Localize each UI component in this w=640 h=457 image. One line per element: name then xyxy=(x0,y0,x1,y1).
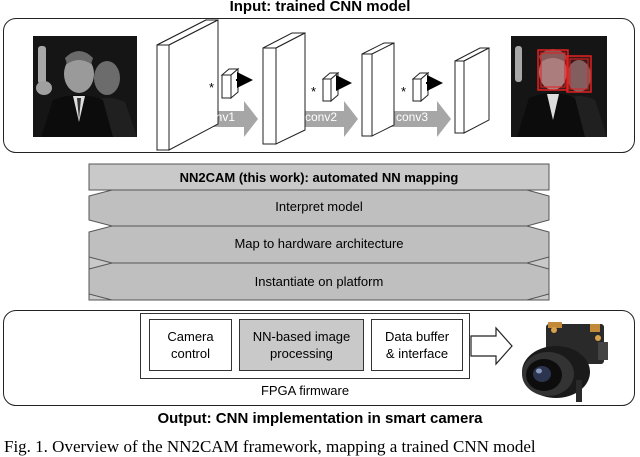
kernel-1 xyxy=(220,67,240,100)
feature-map-2 xyxy=(262,32,306,145)
nn2cam-title: NN2CAM (this work): automated NN mapping xyxy=(179,170,459,185)
nn2cam-funnel xyxy=(88,163,550,301)
conv1-label: conv1 xyxy=(203,110,236,124)
nn-processing-block: NN-based image processing xyxy=(239,319,364,371)
data-buffer-block: Data buffer & interface xyxy=(371,319,463,371)
step-map-hardware: Map to hardware architecture xyxy=(234,236,404,251)
conv2-arrow xyxy=(293,101,358,137)
cnn-layers-diagram xyxy=(156,19,490,151)
face-detection-box xyxy=(566,55,592,93)
camera-control-label: Camera control xyxy=(167,329,214,361)
multiply-symbol-1: * xyxy=(209,80,215,95)
step-interpret-model: Interpret model xyxy=(275,199,363,214)
conv1-arrow xyxy=(196,101,258,137)
conv3-label: conv3 xyxy=(396,110,429,124)
camera-arrow xyxy=(470,326,513,366)
figure-caption: Fig. 1. Overview of the NN2CAM framework… xyxy=(4,437,536,456)
output-panel xyxy=(3,310,635,406)
step-instantiate-platform: Instantiate on platform xyxy=(254,274,384,289)
feature-map-4 xyxy=(454,47,490,134)
multiply-symbol-3: * xyxy=(401,84,407,99)
conv3-arrow xyxy=(383,101,451,137)
data-buffer-label: Data buffer & interface xyxy=(384,329,450,361)
smart-camera-image xyxy=(522,322,608,402)
multiply-symbol-2: * xyxy=(311,84,317,99)
camera-control-block: Camera control xyxy=(149,319,232,371)
fpga-firmware-label: FPGA firmware xyxy=(260,383,350,398)
feature-map-1 xyxy=(156,19,219,151)
input-title: Input: trained CNN model xyxy=(229,0,411,15)
step-band-3 xyxy=(88,262,550,301)
output-photo xyxy=(511,36,607,137)
feature-map-3 xyxy=(361,42,395,137)
input-panel xyxy=(3,18,635,153)
face-detection-box xyxy=(537,49,569,91)
kernel-2 xyxy=(321,71,340,103)
kernel-3 xyxy=(411,71,430,103)
conv2-label: conv2 xyxy=(305,110,338,124)
output-title: Output: CNN implementation in smart came… xyxy=(157,410,483,427)
input-photo xyxy=(33,36,137,137)
nn-processing-label: NN-based image processing xyxy=(252,329,351,361)
